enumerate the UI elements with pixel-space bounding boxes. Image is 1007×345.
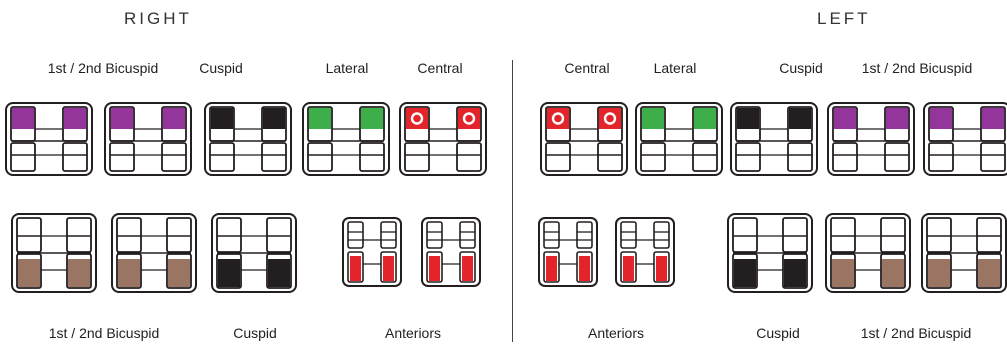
left-lower-bicuspid-bracket-2 — [921, 213, 1007, 293]
midline-divider — [512, 60, 513, 342]
right-upper-lateral-label: Lateral — [325, 60, 369, 76]
left-upper-lateral-bracket — [635, 102, 723, 176]
right-upper-central-label: Central — [417, 60, 463, 76]
left-lower-cuspid-bracket — [727, 213, 813, 293]
left-upper-bicuspid-bracket-1 — [827, 102, 915, 176]
right-upper-bicuspid-bracket-2 — [104, 102, 192, 176]
right-lower-bicuspid-bracket-1 — [11, 213, 97, 293]
left-upper-bicuspid-label: 1st / 2nd Bicuspid — [861, 60, 973, 76]
left-upper-central-bracket — [540, 102, 628, 176]
left-upper-cuspid-label: Cuspid — [779, 60, 823, 76]
right-upper-cuspid-bracket — [204, 102, 292, 176]
left-upper-central-label: Central — [564, 60, 610, 76]
left-lower-cuspid-label: Cuspid — [756, 325, 800, 341]
right-heading: RIGHT — [124, 9, 192, 28]
left-upper-cuspid-bracket — [730, 102, 818, 176]
right-lower-bicuspid-label: 1st / 2nd Bicuspid — [48, 325, 160, 341]
right-upper-bicuspid-bracket-1 — [5, 102, 93, 176]
left-lower-bicuspid-label: 1st / 2nd Bicuspid — [860, 325, 972, 341]
right-upper-bicuspid-label: 1st / 2nd Bicuspid — [47, 60, 159, 76]
right-upper-cuspid-label: Cuspid — [199, 60, 243, 76]
right-lower-cuspid-bracket — [211, 213, 297, 293]
right-lower-anterior-bracket-2 — [421, 217, 481, 287]
left-upper-bicuspid-bracket-2 — [923, 102, 1007, 176]
right-lower-anteriors-label: Anteriors — [384, 325, 442, 341]
right-upper-central-bracket — [399, 102, 487, 176]
left-lower-anterior-bracket-1 — [538, 217, 598, 287]
left-lower-anterior-bracket-2 — [615, 217, 675, 287]
right-lower-cuspid-label: Cuspid — [233, 325, 277, 341]
right-lower-anterior-bracket-1 — [342, 217, 402, 287]
left-upper-lateral-label: Lateral — [653, 60, 697, 76]
left-heading: LEFT — [817, 9, 871, 28]
right-lower-bicuspid-bracket-2 — [111, 213, 197, 293]
left-lower-bicuspid-bracket-1 — [825, 213, 911, 293]
left-lower-anteriors-label: Anteriors — [587, 325, 645, 341]
right-upper-lateral-bracket — [302, 102, 390, 176]
